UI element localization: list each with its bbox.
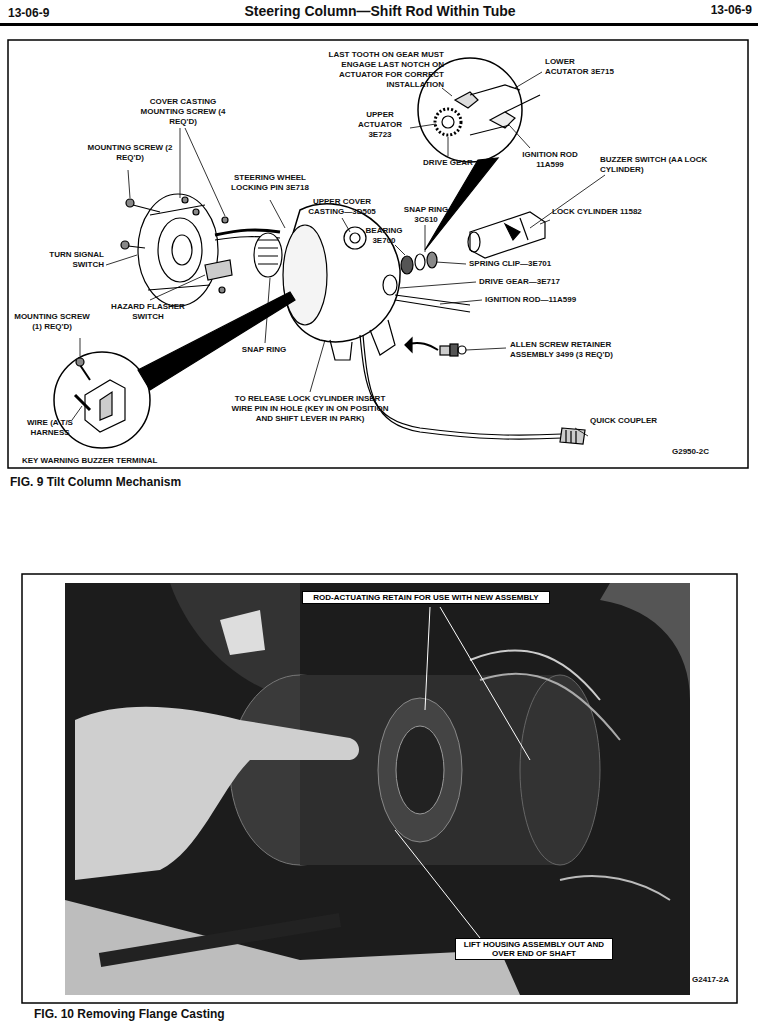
part-label: SNAP RING 3C610 [398, 205, 454, 225]
figure-caption: FIG. 9 Tilt Column Mechanism [10, 475, 410, 489]
part-label: LOCK CYLINDER 11582 [552, 207, 652, 217]
callout-box: ROD-ACTUATING RETAIN FOR USE WITH NEW AS… [302, 591, 550, 604]
part-label: UPPER COVER CASTING—3D505 [300, 197, 384, 217]
part-label: ALLEN SCREW RETAINER ASSEMBLY 3499 (3 RE… [510, 340, 640, 360]
part-label: IGNITION ROD—11A599 [485, 295, 625, 305]
part-label: COVER CASTING MOUNTING SCREW (4 REQ'D) [128, 97, 238, 127]
part-label: IGNITION ROD 11A599 [512, 150, 588, 170]
callout-text: ROD-ACTUATING RETAIN FOR USE WITH NEW AS… [307, 593, 545, 602]
part-label: DRIVE GEAR [410, 158, 486, 168]
part-label: BEARING 3E700 [362, 226, 406, 246]
figure-frame [22, 574, 737, 1003]
tilt-column-drawing [54, 58, 585, 448]
page-number: 13-06-9 [690, 3, 752, 17]
inset-caption: KEY WARNING BUZZER TERMINAL [22, 456, 242, 466]
part-label: WIRE (A T/S HARNESS [26, 418, 74, 438]
page-header: Steering Column—Shift Rod Within Tube [215, 3, 545, 19]
part-label: HAZARD FLASHER SWITCH [98, 302, 198, 322]
part-label: UPPER ACTUATOR 3E723 [350, 110, 410, 140]
service-note: TO RELEASE LOCK CYLINDER INSERT WIRE PIN… [225, 394, 395, 424]
figure-code: G2950-2C [672, 447, 742, 457]
figure-code: G2417-2A [692, 975, 752, 985]
page-number: 13-06-9 [8, 6, 78, 20]
leader-lines [72, 72, 605, 436]
part-label: MOUNTING SCREW (2 REQ'D) [80, 143, 180, 163]
part-label: BUZZER SWITCH (AA LOCK CYLINDER) [600, 155, 730, 175]
part-label: MOUNTING SCREW (1) REQ'D) [14, 312, 90, 332]
header-rule [0, 23, 758, 26]
part-label: TURN SIGNAL SWITCH [46, 250, 104, 270]
part-label: QUICK COUPLER [590, 416, 660, 426]
figure-frame [8, 40, 748, 468]
photo [65, 583, 690, 995]
part-label: SPRING CLIP—3E701 [469, 259, 599, 269]
part-label: DRIVE GEAR—3E717 [479, 277, 609, 287]
part-label: LOWER ACUTATOR 3E715 [545, 57, 615, 77]
install-note: LAST TOOTH ON GEAR MUST ENGAGE LAST NOTC… [296, 50, 444, 90]
part-label: STEERING WHEEL LOCKING PIN 3E718 [222, 173, 318, 193]
figure-caption: FIG. 10 Removing Flange Casting [34, 1007, 434, 1021]
part-label: SNAP RING [238, 345, 290, 355]
callout-text: LIFT HOUSING ASSEMBLY OUT AND OVER END O… [460, 940, 608, 958]
callout-box: LIFT HOUSING ASSEMBLY OUT AND OVER END O… [455, 938, 613, 960]
